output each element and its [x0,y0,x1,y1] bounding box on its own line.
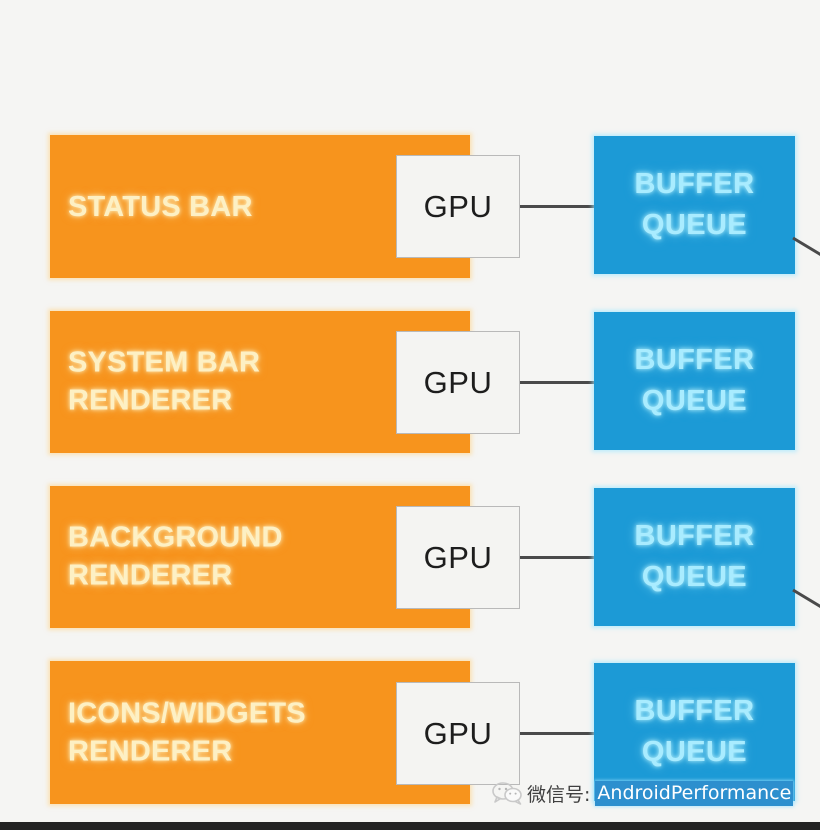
gpu-label: GPU [423,715,493,751]
renderer-label: ICONS/WIDGETS RENDERER [68,697,306,768]
gpu-label: GPU [423,364,493,400]
watermark-handle: AndroidPerformance [595,780,794,806]
renderer-label: STATUS BAR [68,190,253,223]
gpu-box[interactable]: GPU [396,506,520,609]
gpu-to-buffer-connector [520,381,595,384]
buffer-queue-label: BUFFER QUEUE [634,343,755,417]
buffer-queue-label: BUFFER QUEUE [634,694,755,768]
buffer-outgoing-connector [792,588,820,622]
renderer-label: SYSTEM BAR RENDERER [68,346,261,417]
gpu-to-buffer-connector [520,732,595,735]
buffer-queue-box[interactable]: BUFFER QUEUE [594,488,795,626]
gpu-label: GPU [423,539,493,575]
watermark-prefix: 微信号: [527,783,591,806]
gpu-box[interactable]: GPU [396,331,520,434]
buffer-queue-label: BUFFER QUEUE [634,519,755,593]
gpu-to-buffer-connector [520,556,595,559]
wechat-icon [492,781,522,805]
watermark: 微信号: AndroidPerformance [492,778,794,808]
gpu-to-buffer-connector [520,205,595,208]
buffer-queue-box[interactable]: BUFFER QUEUE [594,663,795,801]
gpu-label: GPU [423,188,493,224]
buffer-queue-box[interactable]: BUFFER QUEUE [594,136,795,274]
renderer-label: BACKGROUND RENDERER [68,521,283,592]
buffer-outgoing-connector [792,236,820,270]
bottom-bar [0,822,820,830]
buffer-queue-label: BUFFER QUEUE [634,167,755,241]
gpu-box[interactable]: GPU [396,155,520,258]
buffer-queue-box[interactable]: BUFFER QUEUE [594,312,795,450]
gpu-box[interactable]: GPU [396,682,520,785]
